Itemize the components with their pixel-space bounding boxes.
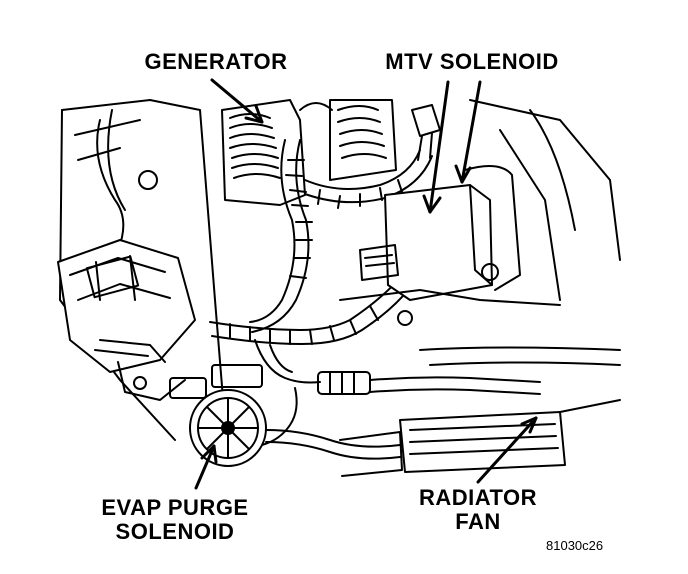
generator-arrow xyxy=(210,78,264,124)
right-structure xyxy=(419,99,621,366)
mtv-arrow-2 xyxy=(460,80,482,184)
mtv-arrow-1 xyxy=(428,80,450,214)
evap-purge-solenoid xyxy=(189,389,401,467)
fender-panel xyxy=(59,99,229,461)
air-box xyxy=(57,239,196,401)
mtv-solenoid xyxy=(339,104,561,326)
radiator-arrow xyxy=(476,416,538,484)
wiring-harness xyxy=(209,139,433,345)
radiator-fan-label: RADIATOR FAN xyxy=(398,486,558,534)
figure-code: 81030c26 xyxy=(546,538,604,553)
evap-arrow xyxy=(194,444,216,490)
generator xyxy=(221,99,397,206)
generator-label: GENERATOR xyxy=(144,49,288,74)
radiator-fan-label-line2: FAN xyxy=(455,509,501,534)
vacuum-lines xyxy=(169,339,541,446)
mtv-solenoid-label: MTV SOLENOID xyxy=(385,49,559,74)
leader-arrows xyxy=(194,78,538,490)
evap-purge-label: EVAP PURGE SOLENOID xyxy=(80,496,270,544)
radiator-fan-shroud xyxy=(339,399,621,477)
evap-purge-label-line2: SOLENOID xyxy=(115,519,235,544)
evap-purge-label-line1: EVAP PURGE xyxy=(101,495,249,520)
radiator-fan-label-line1: RADIATOR xyxy=(418,485,538,510)
